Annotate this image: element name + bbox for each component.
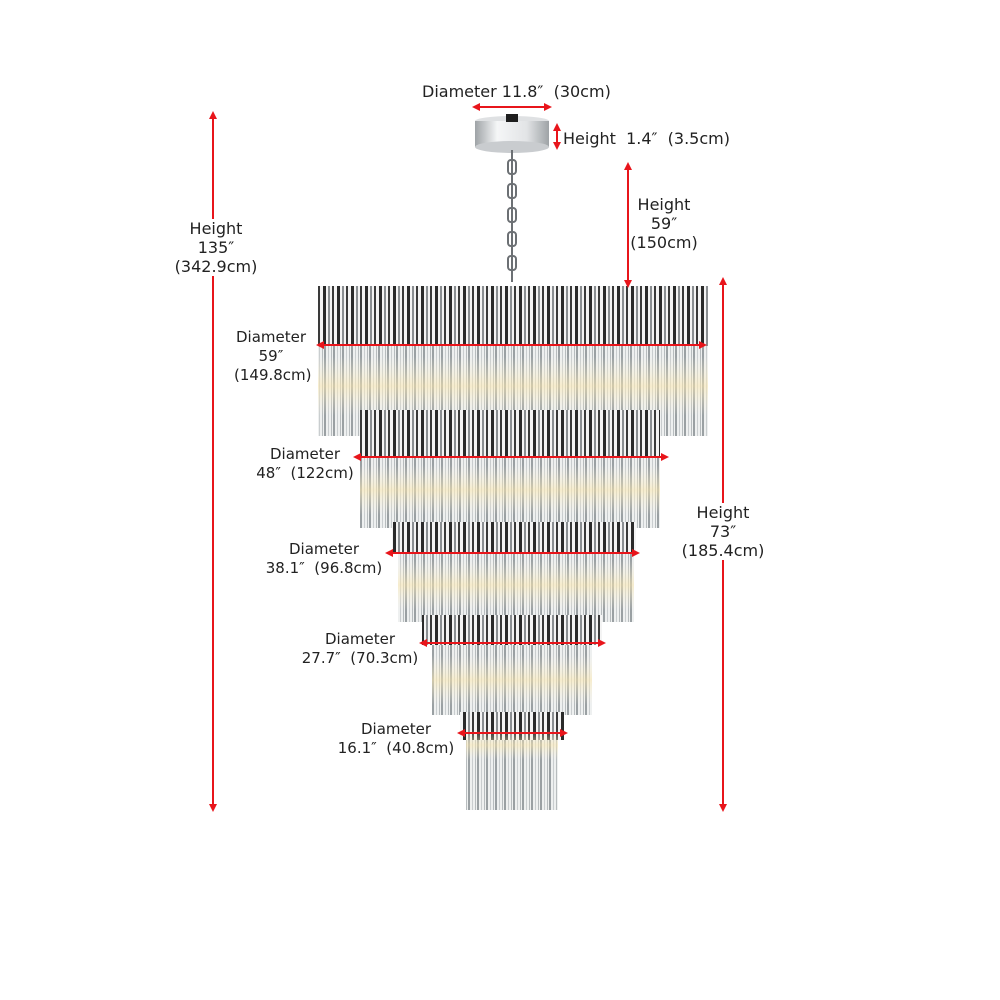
tier-1 [318,286,708,436]
canopy-height-label: Height 1.4″ (3.5cm) [563,129,730,148]
canopy-diameter-label: Diameter 11.8″ (30cm) [422,82,611,101]
overall-height-label: Height 135″ (342.9cm) [170,219,262,276]
canopy [475,114,549,153]
tier-2-diameter-label: Diameter 48″ (122cm) [256,445,354,482]
tier-2 [360,410,660,528]
tier-3 [392,522,636,622]
tier-1-diameter-label: Diameter 59″ (149.8cm) [234,328,312,384]
tier-5 [460,712,564,810]
chain-height-label: Height 59″ (150cm) [630,195,698,252]
tier-4-diameter-label: Diameter 27.7″ (70.3cm) [301,630,419,667]
tier-3-diameter-label: Diameter 38.1″ (96.8cm) [265,540,383,577]
tier-5-diameter-label: Diameter 16.1″ (40.8cm) [337,720,455,757]
tier-4 [422,615,602,715]
chain [507,150,517,282]
body-height-label: Height 73″ (185.4cm) [680,503,766,560]
